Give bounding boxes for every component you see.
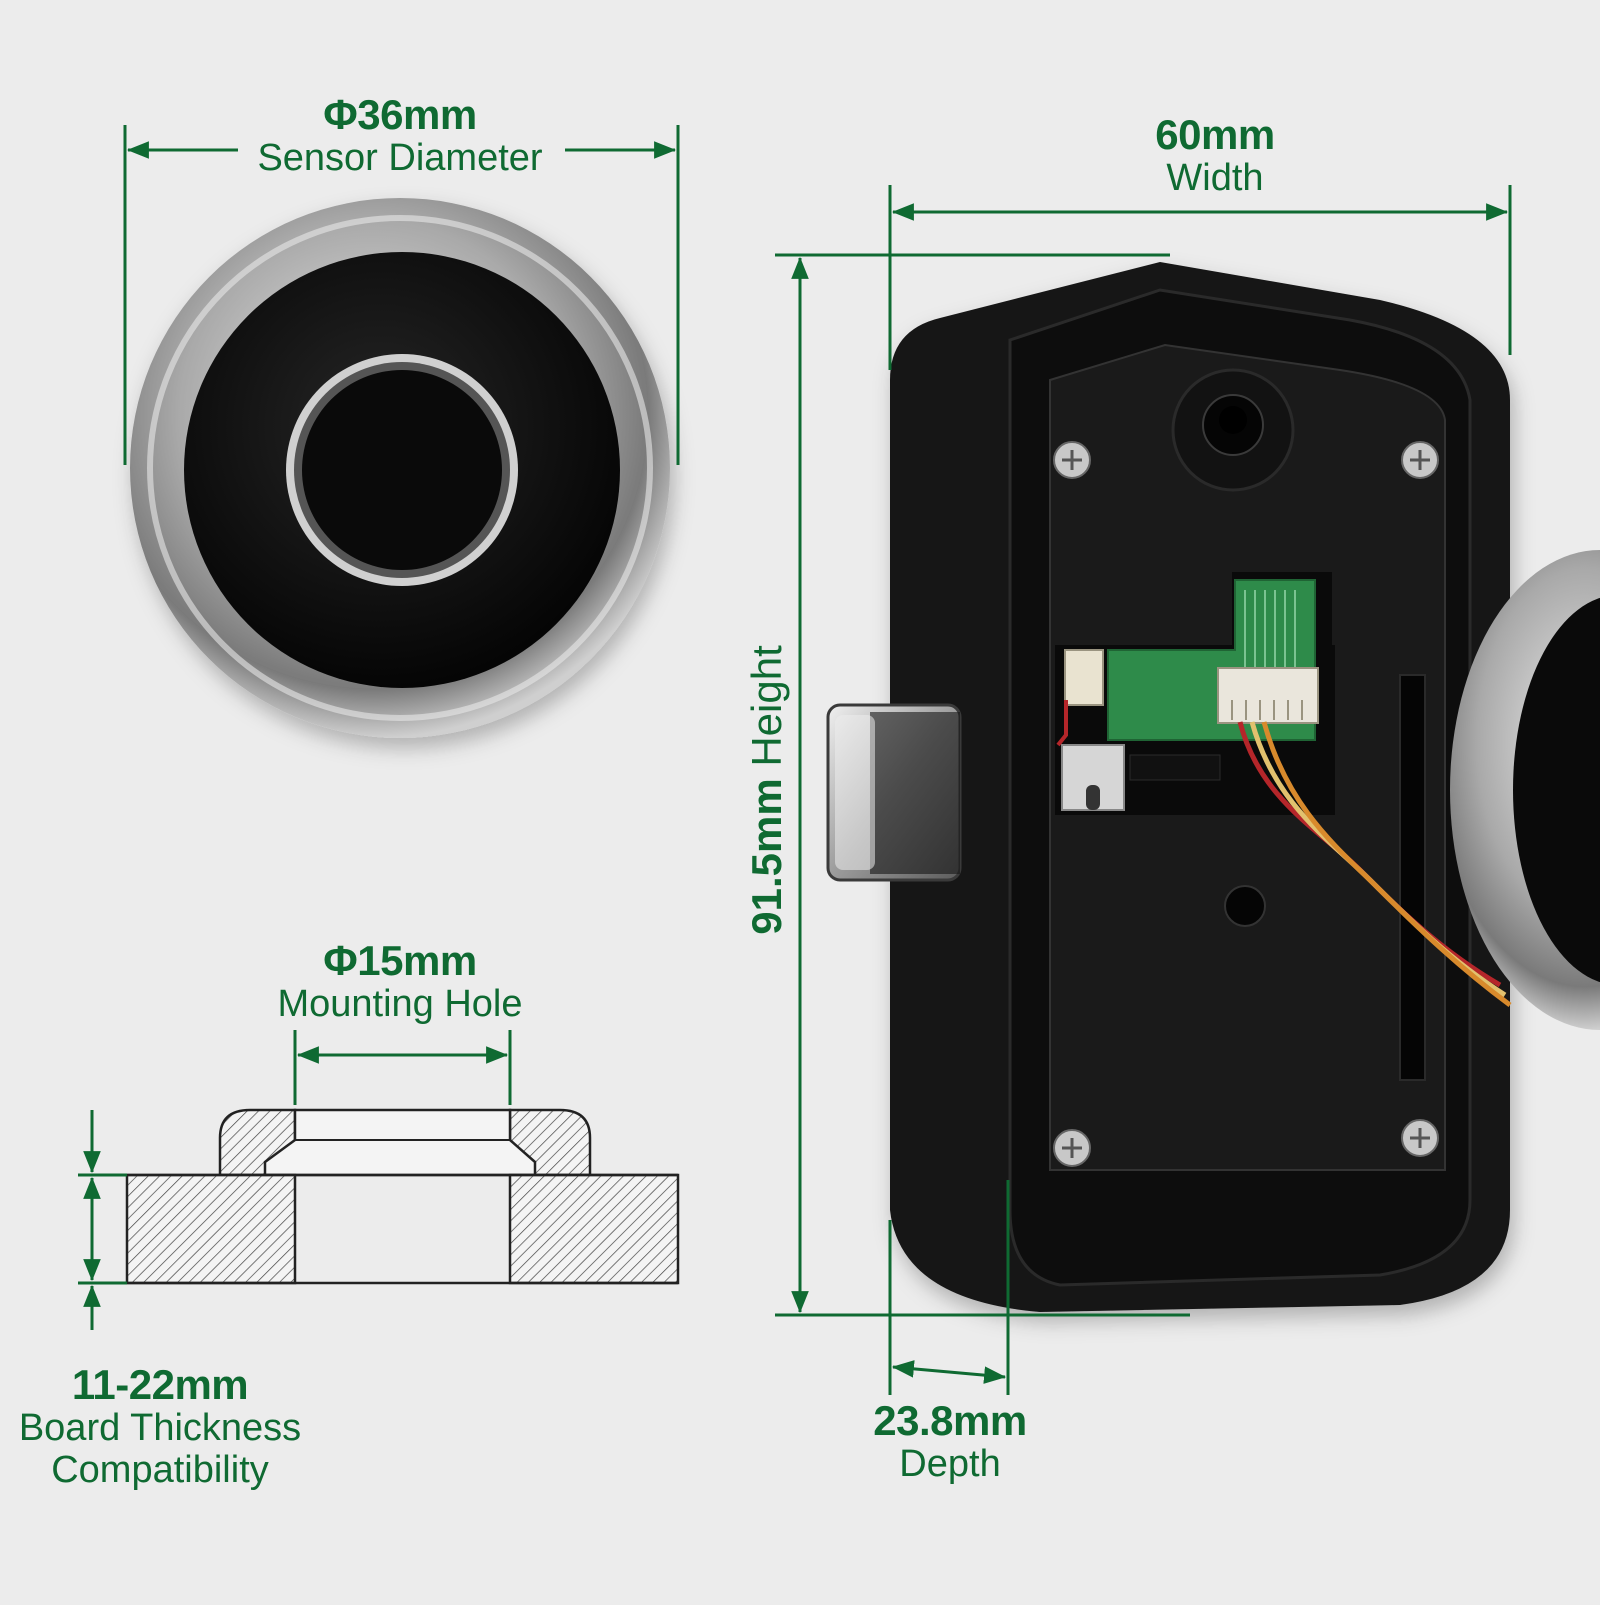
sensor-diameter-dimension (123, 125, 680, 465)
height-value: 91.5mm (743, 766, 790, 935)
width-caption: Width (1166, 157, 1264, 200)
screw-icon (1401, 441, 1439, 479)
board-thickness-caption-line2: Compatibility (51, 1448, 269, 1491)
mounting-hole-cross-section (125, 1108, 680, 1285)
sensor-diameter-label: Φ36mm Sensor Diameter (200, 91, 600, 180)
screw-icon (1401, 1119, 1439, 1157)
mounting-hole-label: Φ15mm Mounting Hole (200, 937, 600, 1026)
depth-value: 23.8mm (873, 1397, 1027, 1444)
fingerprint-sensor-illustration (130, 198, 670, 738)
width-label: 60mm Width (1015, 111, 1415, 200)
sensor-side-view-illustration (1450, 550, 1600, 1030)
width-value: 60mm (1155, 111, 1275, 158)
depth-caption: Depth (899, 1443, 1001, 1486)
screw-icon (1053, 1129, 1091, 1167)
height-label: 91.5mm Height (743, 645, 791, 935)
depth-dimension (888, 1180, 1010, 1395)
width-dimension (888, 185, 1512, 370)
board-thickness-value: 11-22mm (71, 1361, 249, 1408)
board-thickness-label: 11-22mm Board Thickness Compatibility (5, 1361, 315, 1492)
screw-icon (1053, 441, 1091, 479)
mounting-hole-caption: Mounting Hole (277, 983, 523, 1026)
height-caption: Height (743, 645, 790, 767)
mounting-hole-dimension (293, 1030, 512, 1105)
sensor-diameter-caption: Sensor Diameter (257, 137, 543, 180)
board-thickness-dimension (78, 1110, 127, 1330)
board-thickness-caption-line1: Board Thickness (18, 1407, 302, 1450)
height-dimension (775, 253, 1190, 1317)
lock-body-illustration (826, 262, 1512, 1312)
sensor-diameter-value: Φ36mm (323, 91, 477, 138)
mounting-hole-value: Φ15mm (323, 937, 477, 984)
depth-label: 23.8mm Depth (810, 1397, 1090, 1486)
